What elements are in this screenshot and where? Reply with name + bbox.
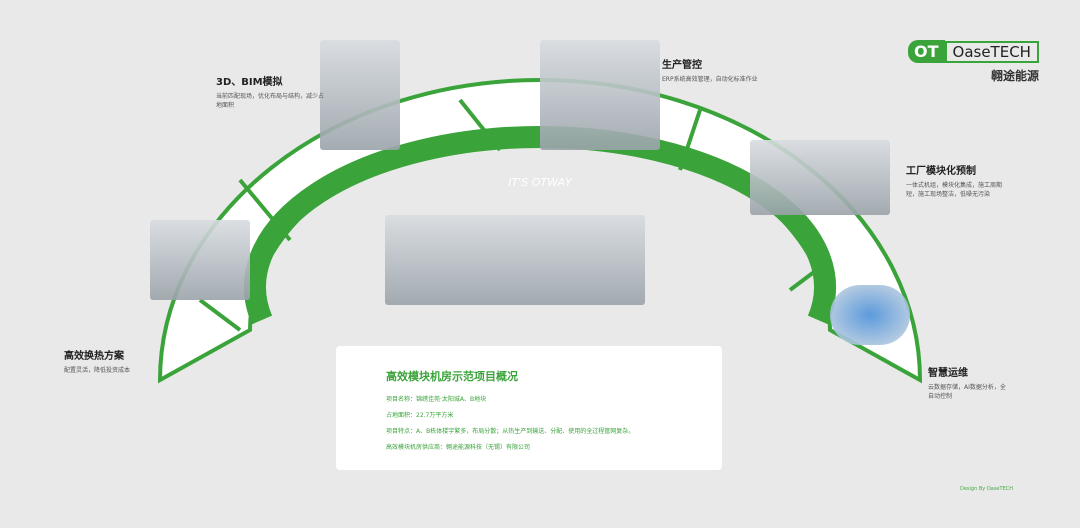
prefab-module-image (750, 140, 890, 215)
logo-mark: OT (908, 40, 945, 63)
logo-brand: OaseTECH (944, 41, 1039, 63)
project-name: 项目名称：锦绣佳苑·太阳城A、B地块 (386, 396, 487, 403)
stage-operations: 智慧运维云数据存储，AI数据分析，全自动控制 (928, 368, 1006, 400)
project-supplier: 高效模块机房供应商：翱途能源科技（无锡）有限公司 (386, 444, 531, 451)
panel-title: 高效模块机房示范项目概况 (386, 370, 518, 383)
footer-credit: Design By OaseTECH (960, 486, 1013, 492)
stage-bim: 3D、BIM模拟当前匹配现场，优化布局与结构，减少占地面积 (216, 77, 325, 109)
project-area: 占地面积：22.7万平方米 (386, 412, 454, 419)
production-equipment-image (540, 40, 660, 150)
machine-room-image (385, 215, 645, 305)
bim-equipment-image (320, 40, 400, 150)
project-overview-panel: 高效模块机房示范项目概况 项目名称：锦绣佳苑·太阳城A、B地块 占地面积：22.… (336, 346, 722, 470)
project-features: 项目特点：A、B栋体楼宇繁多，布局分散；从热生产到输送、分配、使用的全过程管网复… (386, 428, 635, 435)
ring-slogan: IT'S OTWAY (508, 176, 573, 189)
cloud-globe-image (830, 285, 910, 345)
stage-heat-exchange: 高效换热方案配置灵活，降低投资成本 (64, 351, 131, 374)
heat-exchanger-image (150, 220, 250, 300)
logo-cn: 翱途能源 (990, 69, 1039, 83)
stage-prefab: 工厂模块化预制一体式机组，模块化集成，施工周期短，施工现场整洁，低噪无污染 (906, 166, 1003, 198)
